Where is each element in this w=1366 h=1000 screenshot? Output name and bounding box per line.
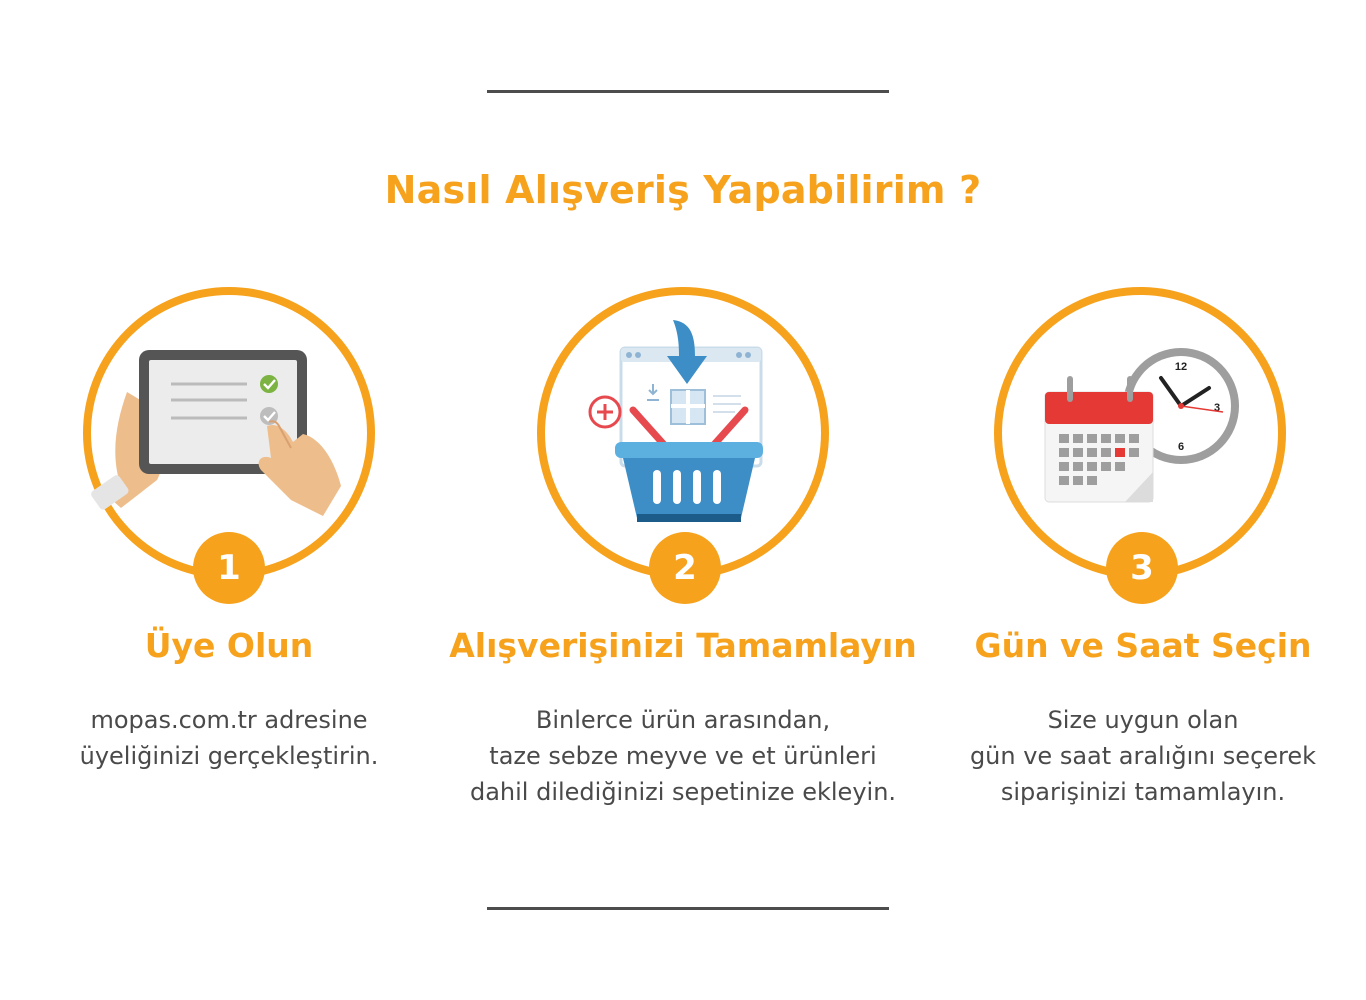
svg-text:3: 3 — [1214, 402, 1220, 414]
step-number-badge: 3 — [1106, 532, 1178, 604]
page-title: Nasıl Alışveriş Yapabilirim ? — [384, 168, 982, 212]
step-2: 2 Alışverişinizi Tamamlayın Binlerce ürü… — [443, 0, 923, 1000]
calendar-clock-icon: 12 3 6 — [1044, 348, 1239, 503]
step-description: Binlerce ürün arasından, taze sebze meyv… — [443, 702, 923, 810]
step-description-line: Binlerce ürün arasından, — [535, 706, 831, 734]
top-divider — [487, 90, 889, 93]
step-1: 1 Üye Olun mopas.com.tr adresine üyeliği… — [0, 0, 469, 1000]
bottom-divider — [487, 907, 889, 910]
shopping-basket-icon — [588, 320, 763, 522]
step-description-line: dahil dilediğinizi sepetinize ekleyin. — [469, 778, 897, 806]
svg-text:12: 12 — [1175, 361, 1187, 373]
step-description-line: taze sebze meyve ve et ürünleri — [489, 742, 877, 770]
step-number-badge: 1 — [193, 532, 265, 604]
step-title: Üye Olun — [144, 626, 314, 665]
step-description-line: gün ve saat aralığını seçerek — [969, 742, 1317, 770]
tablet-hands-icon — [91, 350, 341, 516]
step-title: Gün ve Saat Seçin — [974, 626, 1312, 665]
svg-text:6: 6 — [1178, 441, 1184, 453]
step-title: Alışverişinizi Tamamlayın — [449, 626, 917, 665]
step-description-line: mopas.com.tr adresine — [90, 706, 368, 734]
step-number-badge: 2 — [649, 532, 721, 604]
step-description: Size uygun olan gün ve saat aralığını se… — [903, 702, 1366, 810]
step-description-line: Size uygun olan — [1047, 706, 1239, 734]
step-description: mopas.com.tr adresine üyeliğinizi gerçek… — [0, 702, 469, 774]
step-description-line: üyeliğinizi gerçekleştirin. — [79, 742, 379, 770]
step-3: 12 3 6 3 Gün ve Saat Seçin Size uygun ol… — [903, 0, 1366, 1000]
step-description-line: siparişinizi tamamlayın. — [1000, 778, 1286, 806]
